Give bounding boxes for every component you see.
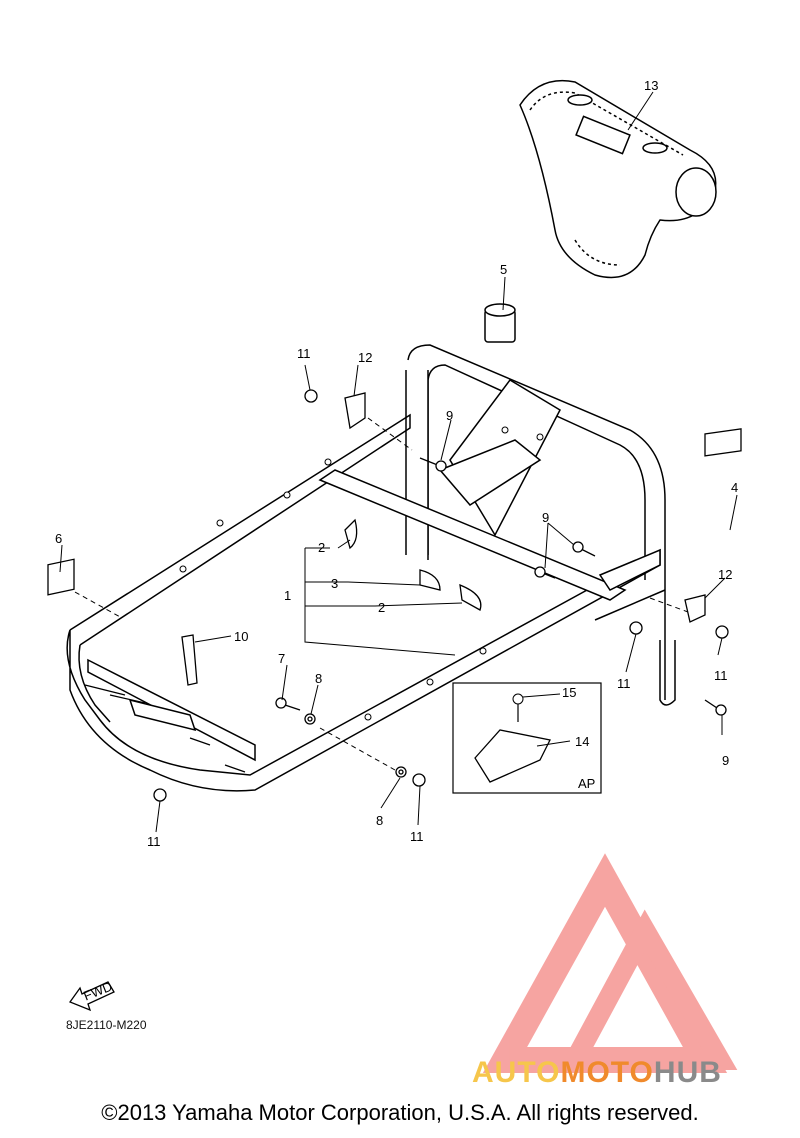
brand-part-3: HUB: [653, 1056, 722, 1089]
callout-13: 13: [644, 78, 658, 93]
callout-1: 1: [284, 588, 291, 603]
callout-2a: 2: [318, 540, 325, 555]
brand-watermark: AUTOMOTOHUB: [472, 1056, 722, 1090]
callout-9b: 9: [542, 510, 549, 525]
diagram-code: 8JE2110-M220: [66, 1018, 147, 1032]
callout-9c: 9: [722, 753, 729, 768]
callout-2b: 2: [378, 600, 385, 615]
callout-labels: 1 2 2 3 4 5 6 7 8 8 9 9 9 10 11 11 11 11…: [55, 78, 738, 849]
callout-8b: 8: [376, 813, 383, 828]
brand-part-2: MOTO: [560, 1056, 654, 1089]
bushing: [484, 303, 516, 343]
callout-8a: 8: [315, 671, 322, 686]
hull-frame: [66, 344, 676, 792]
callout-11e: 11: [147, 834, 161, 849]
watermark-logo: [482, 853, 738, 1073]
handlebar-pad: [519, 79, 717, 279]
callout-15: 15: [562, 685, 576, 700]
callout-12a: 12: [358, 350, 372, 365]
callout-9a: 9: [446, 408, 453, 423]
fwd-arrow-icon: FWD: [68, 979, 115, 1012]
leader-lines: [59, 91, 738, 833]
callout-6: 6: [55, 531, 62, 546]
callout-11b: 11: [714, 668, 728, 683]
callout-11a: 11: [297, 346, 311, 361]
copyright-notice: ©2013 Yamaha Motor Corporation, U.S.A. A…: [101, 1100, 699, 1125]
fasteners: [47, 389, 742, 802]
callout-7: 7: [278, 651, 285, 666]
callout-11c: 11: [617, 676, 631, 691]
rivet-holes: [179, 426, 544, 721]
callout-3: 3: [331, 576, 338, 591]
callout-14: 14: [575, 734, 589, 749]
ap-detail-box: AP: [452, 682, 602, 794]
callout-4: 4: [731, 480, 738, 495]
callout-5: 5: [500, 262, 507, 277]
brand-part-1: AUTO: [472, 1056, 561, 1089]
callout-10: 10: [234, 629, 248, 644]
callout-11d: 11: [410, 829, 424, 844]
ap-label: AP: [578, 776, 595, 791]
callout-12b: 12: [718, 567, 732, 582]
